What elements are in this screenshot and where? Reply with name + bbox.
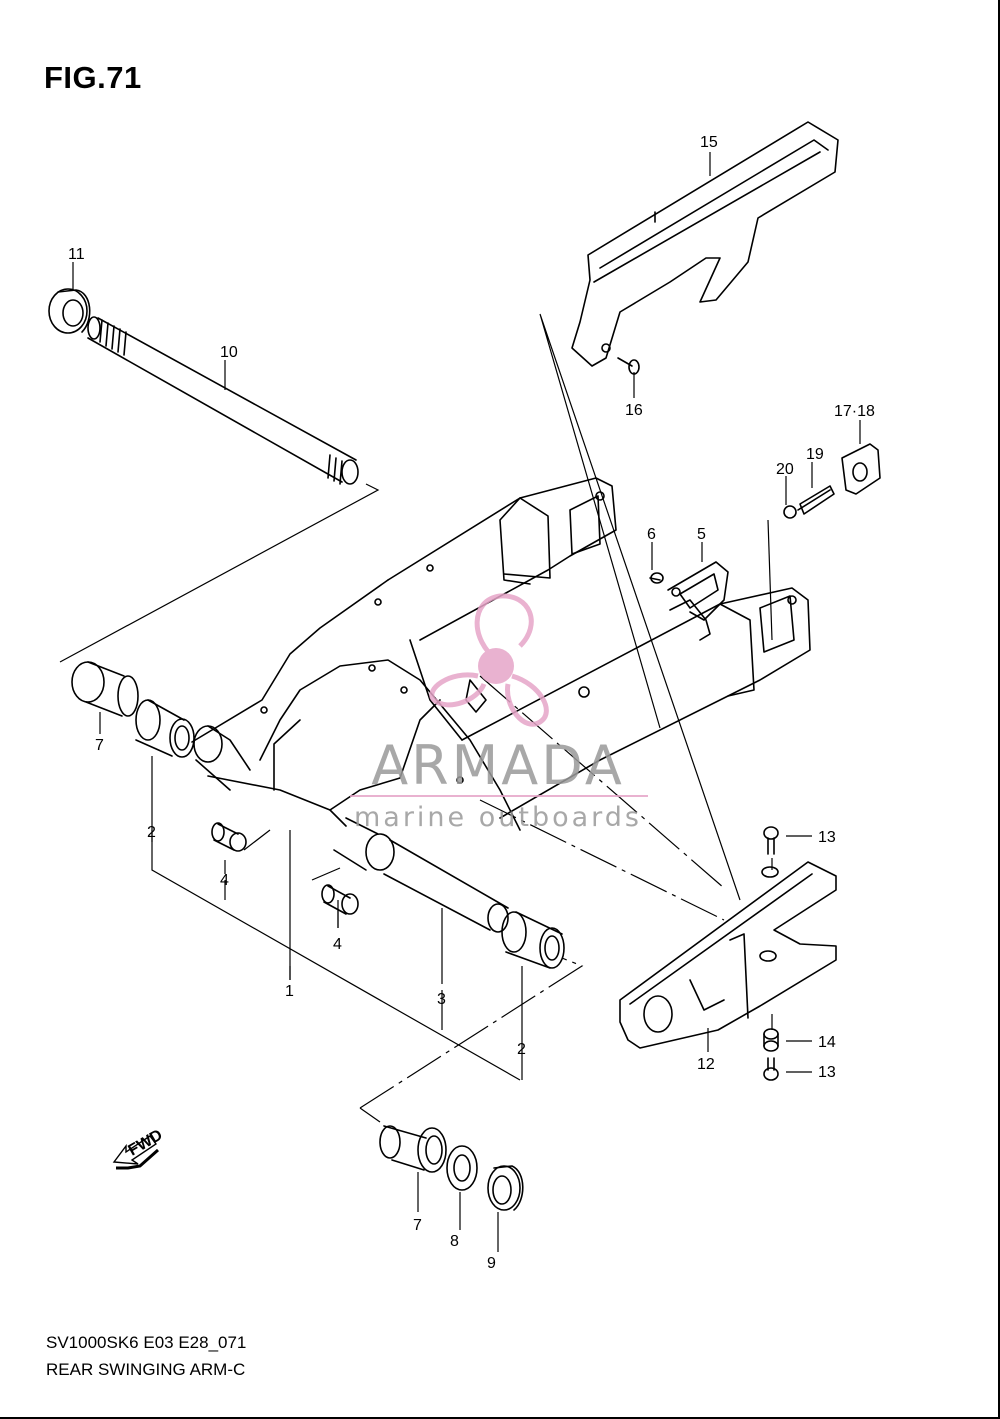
bushing-lower-part (379, 1125, 447, 1173)
callout-9: 11 (68, 246, 85, 263)
callout-14: 14 (818, 1034, 836, 1051)
chain-case-bolt-part (617, 357, 640, 375)
callout-5: 5 (697, 526, 706, 543)
callout-19: 19 (806, 446, 824, 463)
leader-lines (59, 313, 773, 1123)
callout-17-18: 17·18 (834, 403, 875, 420)
callout-8: 10 (220, 344, 238, 361)
model-code: SV1000SK6 E03 E28_071 (46, 1333, 247, 1352)
bearing-upper-part (135, 699, 195, 758)
callout-20: 20 (776, 461, 794, 478)
bushing-upper-part (71, 661, 139, 717)
callout-13-lower: 13 (818, 1064, 836, 1081)
bolt-13-upper-part (763, 826, 779, 855)
callout-7-lower: 7 (413, 1217, 422, 1234)
watermark-tagline: marine outboards (354, 802, 642, 833)
oil-seal-part (487, 1165, 524, 1211)
callout-7-upper: 7 (95, 737, 104, 754)
callout-6: 6 (647, 526, 656, 543)
figure-label: FIG.71 (44, 60, 142, 95)
callout-4-left: 4 (220, 872, 229, 889)
watermark-logo: ARMADA marine outboards (350, 593, 648, 833)
callout-16: 16 (625, 402, 643, 419)
needle-bearing-b-part (321, 884, 359, 915)
fwd-label: FWD (126, 1127, 166, 1160)
chain-adjuster-part (783, 443, 881, 519)
fwd-arrow-icon: FWD (112, 1127, 166, 1170)
spacer-14-part (763, 1028, 779, 1052)
callout-2-lower: 2 (517, 1041, 526, 1058)
callout-15: 15 (700, 134, 718, 151)
seal-ring-part (48, 288, 91, 334)
callout-10: 8 (450, 1233, 459, 1250)
callout-12: 12 (697, 1056, 715, 1073)
bearing-lower-part (501, 911, 565, 969)
washer-part (446, 1145, 478, 1191)
swing-arm-part (191, 477, 811, 933)
callout-4-right: 4 (333, 936, 342, 953)
callout-2-upper: 2 (147, 824, 156, 841)
callout-numbers: 15 11 10 16 17·18 20 19 6 5 7 2 4 4 1 3 … (68, 134, 875, 1272)
chain-case-part (571, 121, 839, 367)
chain-guide-part (619, 861, 837, 1049)
callout-3: 3 (437, 991, 446, 1008)
pivot-shaft-part (87, 316, 359, 485)
watermark-brand: ARMADA (371, 734, 625, 797)
callout-11: 9 (487, 1255, 496, 1272)
bolt-13-lower-part (763, 1057, 779, 1081)
callout-13-upper: 13 (818, 829, 836, 846)
diagram-title: REAR SWINGING ARM-C (46, 1360, 246, 1379)
bracket-part (667, 561, 729, 641)
bracket-bolt-part (649, 572, 664, 584)
needle-bearing-a-part (211, 822, 247, 852)
callout-1: 1 (285, 983, 294, 1000)
callout-leaders (72, 152, 861, 1252)
